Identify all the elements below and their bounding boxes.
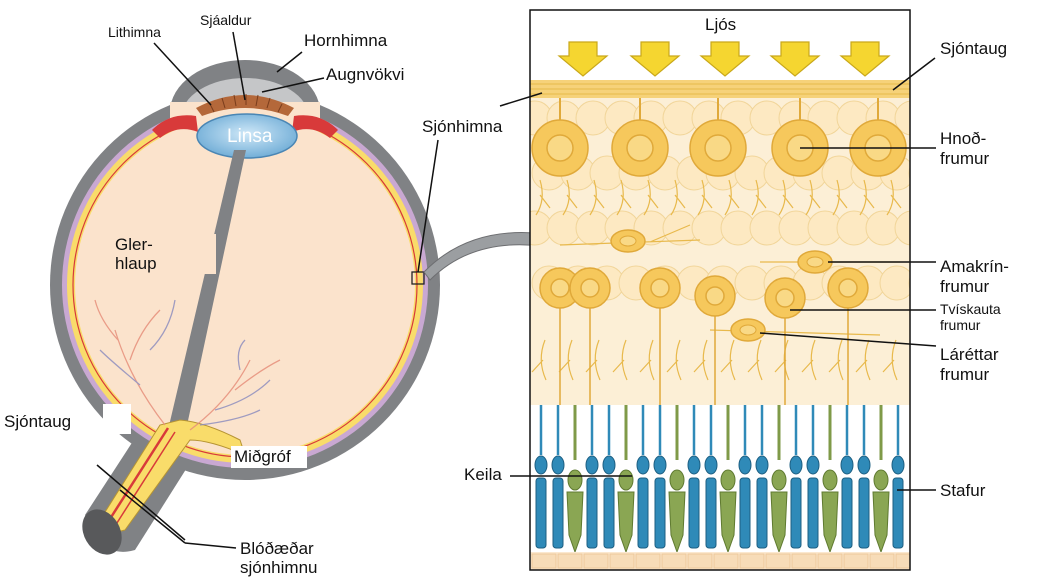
rod-cell	[534, 455, 548, 475]
label-midgrof: Miðgróf	[234, 447, 291, 466]
label-sjonhimna: Sjónhimna	[422, 117, 503, 136]
label-amakrin-1: Amakrín-	[940, 257, 1009, 276]
light-arrow-3	[699, 41, 751, 77]
retina-panel	[529, 9, 911, 571]
cone-cell	[771, 469, 787, 491]
label-glerhlaup-2: hlaup	[115, 254, 157, 273]
light-arrow-4	[769, 41, 821, 77]
rod-cell	[602, 455, 616, 475]
label-tviskauta-1: Tvískauta	[940, 301, 1001, 317]
rod-cell	[636, 455, 650, 475]
rod-cell	[653, 455, 667, 475]
ciliary-body-right	[292, 115, 338, 138]
label-augnvokvi: Augnvökvi	[326, 65, 405, 84]
label-stafur: Stafur	[940, 481, 986, 500]
rod-cell	[585, 455, 599, 475]
light-arrow-1	[557, 41, 609, 77]
cone-cell	[567, 469, 583, 491]
label-lithimna: Lithimna	[108, 24, 161, 40]
rod-cell	[857, 455, 871, 475]
label-blodaedar-1: Blóðæðar	[240, 539, 314, 558]
eye-leader-lines	[96, 31, 439, 549]
label-ljos: Ljós	[705, 15, 737, 34]
label-amakrin-2: frumur	[940, 277, 990, 296]
label-keila: Keila	[464, 465, 502, 484]
light-arrow-2	[629, 41, 681, 77]
label-tviskauta-2: frumur	[940, 317, 981, 333]
label-linsa: Linsa	[227, 126, 273, 147]
label-sjontaug-retina: Sjóntaug	[940, 39, 1008, 58]
eyeball	[50, 60, 440, 555]
label-sjaaldur: Sjáaldur	[200, 12, 252, 28]
ciliary-body-left	[152, 115, 198, 138]
lens	[196, 113, 298, 159]
retinal-blood-vessels	[94, 299, 281, 431]
rod-cell	[789, 455, 803, 475]
label-hnodfrumur-1: Hnoð-	[940, 129, 987, 148]
cone-cell	[822, 469, 838, 491]
label-larettar-2: frumur	[940, 365, 990, 384]
cone-cell	[720, 469, 736, 491]
rod-cell	[551, 455, 565, 475]
cone-cell	[873, 469, 889, 491]
label-hnodfrumur-2: frumur	[940, 149, 990, 168]
label-blodaedar-2: sjónhimnu	[240, 558, 318, 577]
retina-leader-lines	[499, 57, 937, 491]
rod-cell	[806, 455, 820, 475]
light-arrow-5	[839, 41, 891, 77]
rod-cell	[687, 455, 701, 475]
rod-cell	[755, 455, 769, 475]
rod-cell	[840, 455, 854, 475]
cone-cell	[618, 469, 634, 491]
label-sjontaug-eye: Sjóntaug	[4, 412, 72, 431]
rod-cell	[704, 455, 718, 475]
label-glerhlaup-1: Gler-	[115, 235, 153, 254]
vitreous-body	[75, 115, 415, 455]
optic-axis	[168, 150, 246, 430]
rod-cell	[738, 455, 752, 475]
cone-cell	[669, 469, 685, 491]
label-hornhimna: Hornhimna	[304, 31, 388, 50]
label-larettar-1: Láréttar	[940, 345, 999, 364]
rod-cell	[891, 455, 905, 475]
